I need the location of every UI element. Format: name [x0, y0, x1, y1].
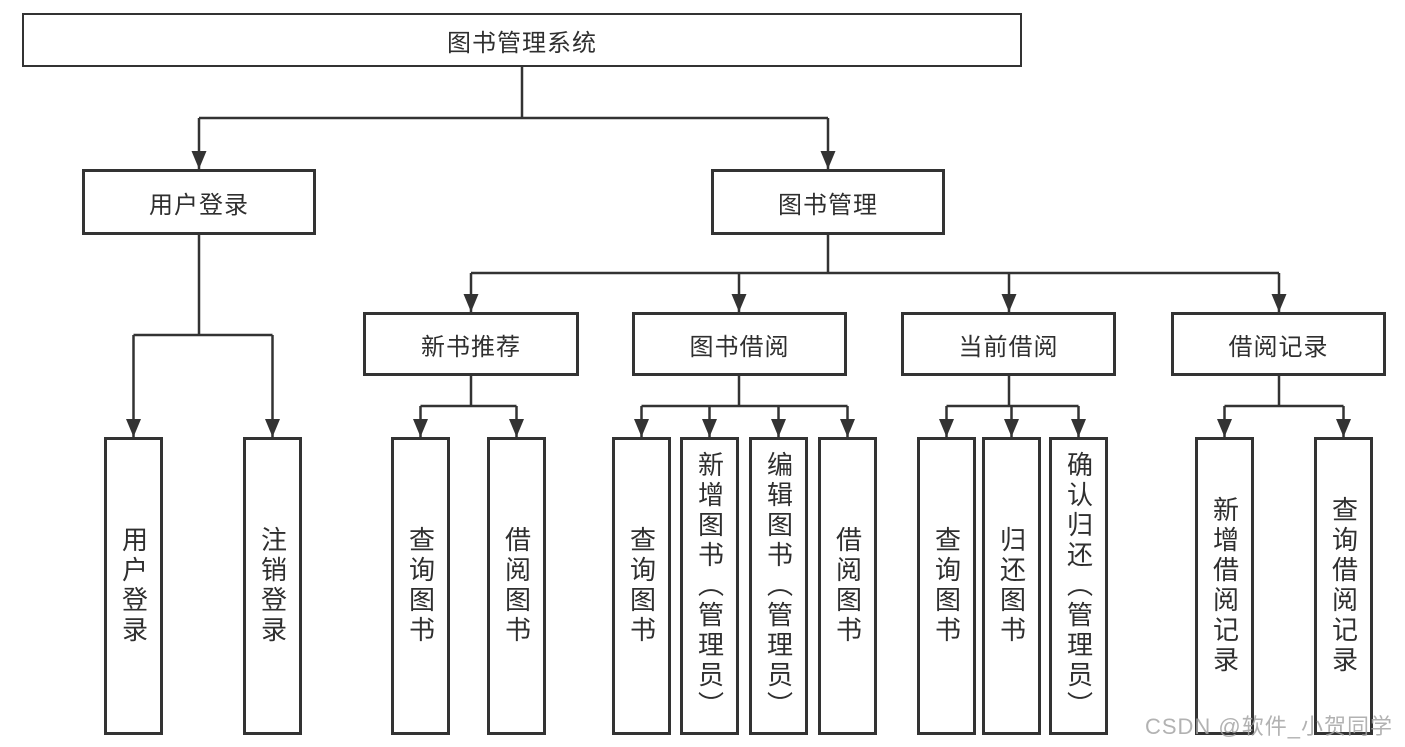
node-user-login: 用户登录 — [82, 169, 316, 235]
leaf-label: 查询图书 — [405, 526, 436, 646]
leaf-label: 编辑图书（管理员） — [763, 451, 794, 721]
leaf-edit-book-admin: 编辑图书（管理员） — [749, 437, 808, 735]
leaf-label: 确认归还（管理员） — [1063, 451, 1094, 721]
leaf-label: 新增借阅记录 — [1209, 496, 1240, 676]
leaf-logout: 注销登录 — [243, 437, 302, 735]
leaf-label: 查询借阅记录 — [1328, 496, 1359, 676]
leaf-borrow-books-2: 借阅图书 — [818, 437, 877, 735]
leaf-label: 借阅图书 — [501, 526, 532, 646]
leaf-query-books-2: 查询图书 — [612, 437, 671, 735]
leaf-label: 借阅图书 — [832, 526, 863, 646]
node-borrowing-records: 借阅记录 — [1171, 312, 1386, 376]
leaf-user-login: 用户登录 — [104, 437, 163, 735]
node-current-borrowing: 当前借阅 — [901, 312, 1116, 376]
node-book-borrowing: 图书借阅 — [632, 312, 847, 376]
leaf-label: 归还图书 — [996, 526, 1027, 646]
leaf-borrow-books-1: 借阅图书 — [487, 437, 546, 735]
leaf-query-books-1: 查询图书 — [391, 437, 450, 735]
node-new-book-recommend: 新书推荐 — [363, 312, 579, 376]
leaf-query-borrow-record: 查询借阅记录 — [1314, 437, 1373, 735]
leaf-label: 注销登录 — [257, 526, 288, 646]
leaf-label: 用户登录 — [118, 526, 149, 646]
leaf-query-books-3: 查询图书 — [917, 437, 976, 735]
leaf-add-book-admin: 新增图书（管理员） — [680, 437, 739, 735]
node-book-management: 图书管理 — [711, 169, 945, 235]
leaf-label: 查询图书 — [626, 526, 657, 646]
leaf-return-books: 归还图书 — [982, 437, 1041, 735]
leaf-label: 新增图书（管理员） — [694, 451, 725, 721]
node-root: 图书管理系统 — [22, 13, 1022, 67]
leaf-confirm-return-admin: 确认归还（管理员） — [1049, 437, 1108, 735]
leaf-add-borrow-record: 新增借阅记录 — [1195, 437, 1254, 735]
leaf-label: 查询图书 — [931, 526, 962, 646]
